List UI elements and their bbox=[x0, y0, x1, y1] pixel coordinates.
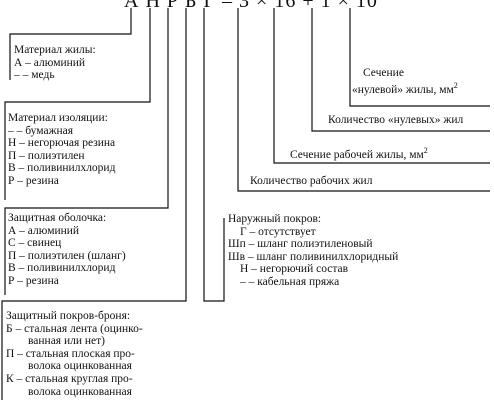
armor-line: П – стальная плоская про- bbox=[6, 347, 135, 360]
sheath-title: Защитная оболочка: bbox=[8, 212, 107, 224]
armor-line: К – стальная круглая про- bbox=[6, 372, 133, 385]
armor-line: волока оцинкованная bbox=[28, 360, 132, 373]
connector-sheath bbox=[4, 8, 169, 295]
outer-cover-title: Наружный покров: bbox=[228, 213, 322, 225]
core-material-item: – – медь bbox=[14, 69, 55, 82]
armor-title: Защитный покров-броня: bbox=[6, 310, 131, 322]
sheath-item: Р – резина bbox=[8, 274, 59, 287]
armor-line: волока оцинкованная bbox=[28, 385, 132, 398]
sheath-item: П – полиэтилен (шланг) bbox=[8, 249, 126, 262]
connector-work-count bbox=[237, 8, 490, 192]
outer-cover-block: Наружный покров: Г – отсутствует Шп – шл… bbox=[228, 213, 398, 289]
insulation-block: Материал изоляции: – – бумажная Н – него… bbox=[8, 112, 115, 188]
zero-section-label-line2: «нулевой» жилы, мм2 bbox=[352, 81, 458, 96]
core-material-title: Материал жилы: bbox=[14, 44, 96, 56]
work-section-label: Сечение рабочей жилы, мм2 bbox=[290, 146, 428, 161]
insulation-title: Материал изоляции: bbox=[8, 112, 108, 124]
sheath-item: А – алюминий bbox=[8, 224, 80, 237]
outer-cover-item: Шв – шланг поливинилхлоридный bbox=[228, 250, 399, 263]
sheath-block: Защитная оболочка: А – алюминий С – свин… bbox=[8, 212, 126, 288]
armor-block: Защитный покров-броня: Б – стальная лент… bbox=[6, 310, 143, 398]
connector-armor bbox=[1, 8, 187, 400]
connector-work-section bbox=[273, 8, 490, 164]
outer-cover-item: Г – отсутствует bbox=[240, 225, 316, 238]
insulation-item: В – поливинилхлорид bbox=[8, 162, 116, 175]
core-material-block: Материал жилы: А – алюминий – – медь bbox=[14, 44, 96, 82]
armor-line: ванная или нет) bbox=[28, 335, 105, 348]
insulation-item: П – полиэтилен bbox=[8, 149, 85, 162]
connector-outer-cover bbox=[203, 8, 225, 302]
armor-line: Б – стальная лента (оцинко- bbox=[6, 322, 143, 335]
connector-zero-section bbox=[349, 8, 490, 107]
outer-cover-item: Шп – шланг полиэтиленовый bbox=[228, 238, 373, 251]
zero-count-label: Количество «нулевых» жил bbox=[328, 114, 464, 126]
connector-insulation bbox=[4, 8, 151, 200]
connector-zero-count bbox=[311, 8, 490, 132]
outer-cover-item: – – кабельная пряжа bbox=[240, 275, 340, 288]
insulation-item: Н – негорючая резина bbox=[8, 137, 116, 150]
insulation-item: – – бумажная bbox=[8, 124, 74, 137]
cable-formula: А Н Р Б Г – 3 × 16 + 1 × 10 bbox=[124, 0, 378, 12]
sheath-item: С – свинец bbox=[8, 237, 62, 250]
connector-core-material bbox=[9, 8, 132, 80]
insulation-item: Р – резина bbox=[8, 174, 59, 187]
work-count-label: Количество рабочих жил bbox=[250, 175, 373, 187]
zero-section-label-line1: Сечение bbox=[363, 67, 404, 79]
sheath-item: В – поливинилхлорид bbox=[8, 262, 116, 275]
outer-cover-item: Н – негорючий состав bbox=[240, 263, 349, 276]
core-material-item: А – алюминий bbox=[14, 56, 86, 69]
